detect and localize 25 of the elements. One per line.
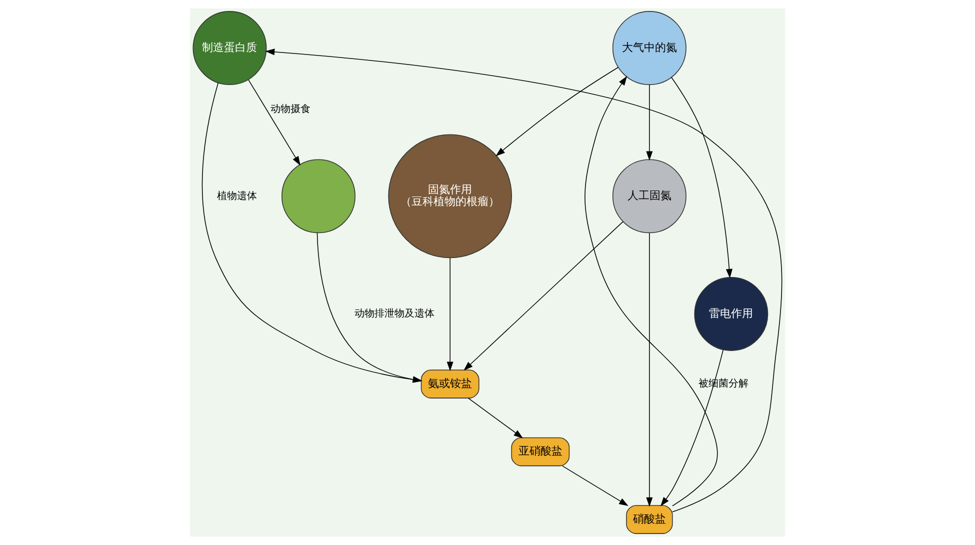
node-circle: 固氮作用 （豆科植物的根瘤） [388, 134, 512, 258]
arrow [671, 77, 732, 278]
arrow [248, 80, 300, 166]
node-box: 硝酸盐 [626, 505, 673, 534]
node-circle [282, 159, 356, 234]
node-box: 亚硝酸盐 [511, 437, 570, 466]
node-circle: 雷电作用 [694, 277, 768, 351]
edge-label: 动物排泄物及遗体 [354, 308, 435, 320]
arrow [446, 258, 454, 372]
arrow [646, 84, 653, 161]
node-box: 氨或铵盐 [420, 370, 480, 398]
node-circle: 制造蛋白质 [192, 11, 267, 86]
arrow [660, 350, 724, 506]
edge-label: 动物摄食 [270, 104, 311, 116]
arrow [562, 466, 628, 506]
arrow [265, 48, 782, 512]
edge-label: 植物遗体 [217, 190, 258, 202]
arrow [464, 221, 624, 371]
arrow [584, 76, 718, 506]
arrow [496, 67, 619, 156]
arrow [202, 82, 422, 383]
node-circle: 人工固氮 [612, 159, 686, 234]
arrow [646, 232, 653, 507]
arrow [468, 398, 524, 438]
arrow [316, 232, 422, 383]
